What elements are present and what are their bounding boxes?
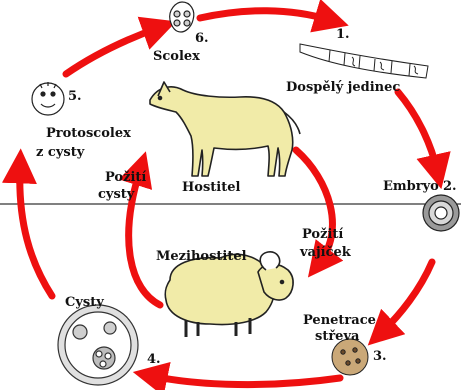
ingest-cysts-line2: cysty	[98, 187, 135, 202]
ingest-cysts-line1: Požití	[105, 170, 146, 185]
dog-icon	[150, 82, 300, 176]
ingest-eggs-line1: Požití	[302, 227, 343, 242]
arrow-adult-to-embryo	[398, 92, 437, 170]
cyst-icon	[58, 305, 138, 385]
penetration-label-line1: Penetrace	[303, 313, 376, 328]
stage-5-number: 5.	[68, 89, 82, 104]
protoscolex-icon	[32, 82, 64, 115]
ingest-eggs-line2: vajíček	[299, 245, 352, 260]
cysts-label: Cysty	[65, 295, 104, 310]
arrow-scolex-to-adult	[200, 11, 330, 20]
intermediate-host-label: Mezihostitel	[156, 249, 247, 264]
protoscolex-label-line2: z cysty	[36, 145, 85, 160]
arrow-penetration-to-cysts	[152, 376, 340, 385]
adult-tapeworm-icon	[300, 44, 428, 78]
arrow-embryo-to-penetration	[382, 262, 432, 332]
embryo-label: Embryo	[383, 179, 439, 194]
stage-3-number: 3.	[373, 349, 387, 364]
protoscolex-label-line1: Protoscolex	[46, 126, 131, 141]
stage-6-number: 6.	[195, 31, 209, 46]
definitive-host-label: Hostitel	[182, 180, 240, 195]
sheep-icon	[165, 252, 293, 337]
scolex-icon	[170, 2, 194, 32]
arrow-cysts-to-protoscolex	[20, 168, 52, 296]
arrow-protoscolex-to-scolex	[66, 28, 158, 74]
penetration-icon	[332, 339, 368, 375]
stage-2-number: 2.	[443, 179, 457, 194]
stage-4-number: 4.	[147, 352, 161, 367]
penetration-label-line2: střeva	[315, 329, 360, 344]
scolex-label: Scolex	[153, 49, 200, 64]
embryo-icon	[423, 195, 459, 231]
adult-label: Dospělý jedinec	[286, 80, 400, 95]
stage-1-number: 1.	[336, 27, 350, 42]
